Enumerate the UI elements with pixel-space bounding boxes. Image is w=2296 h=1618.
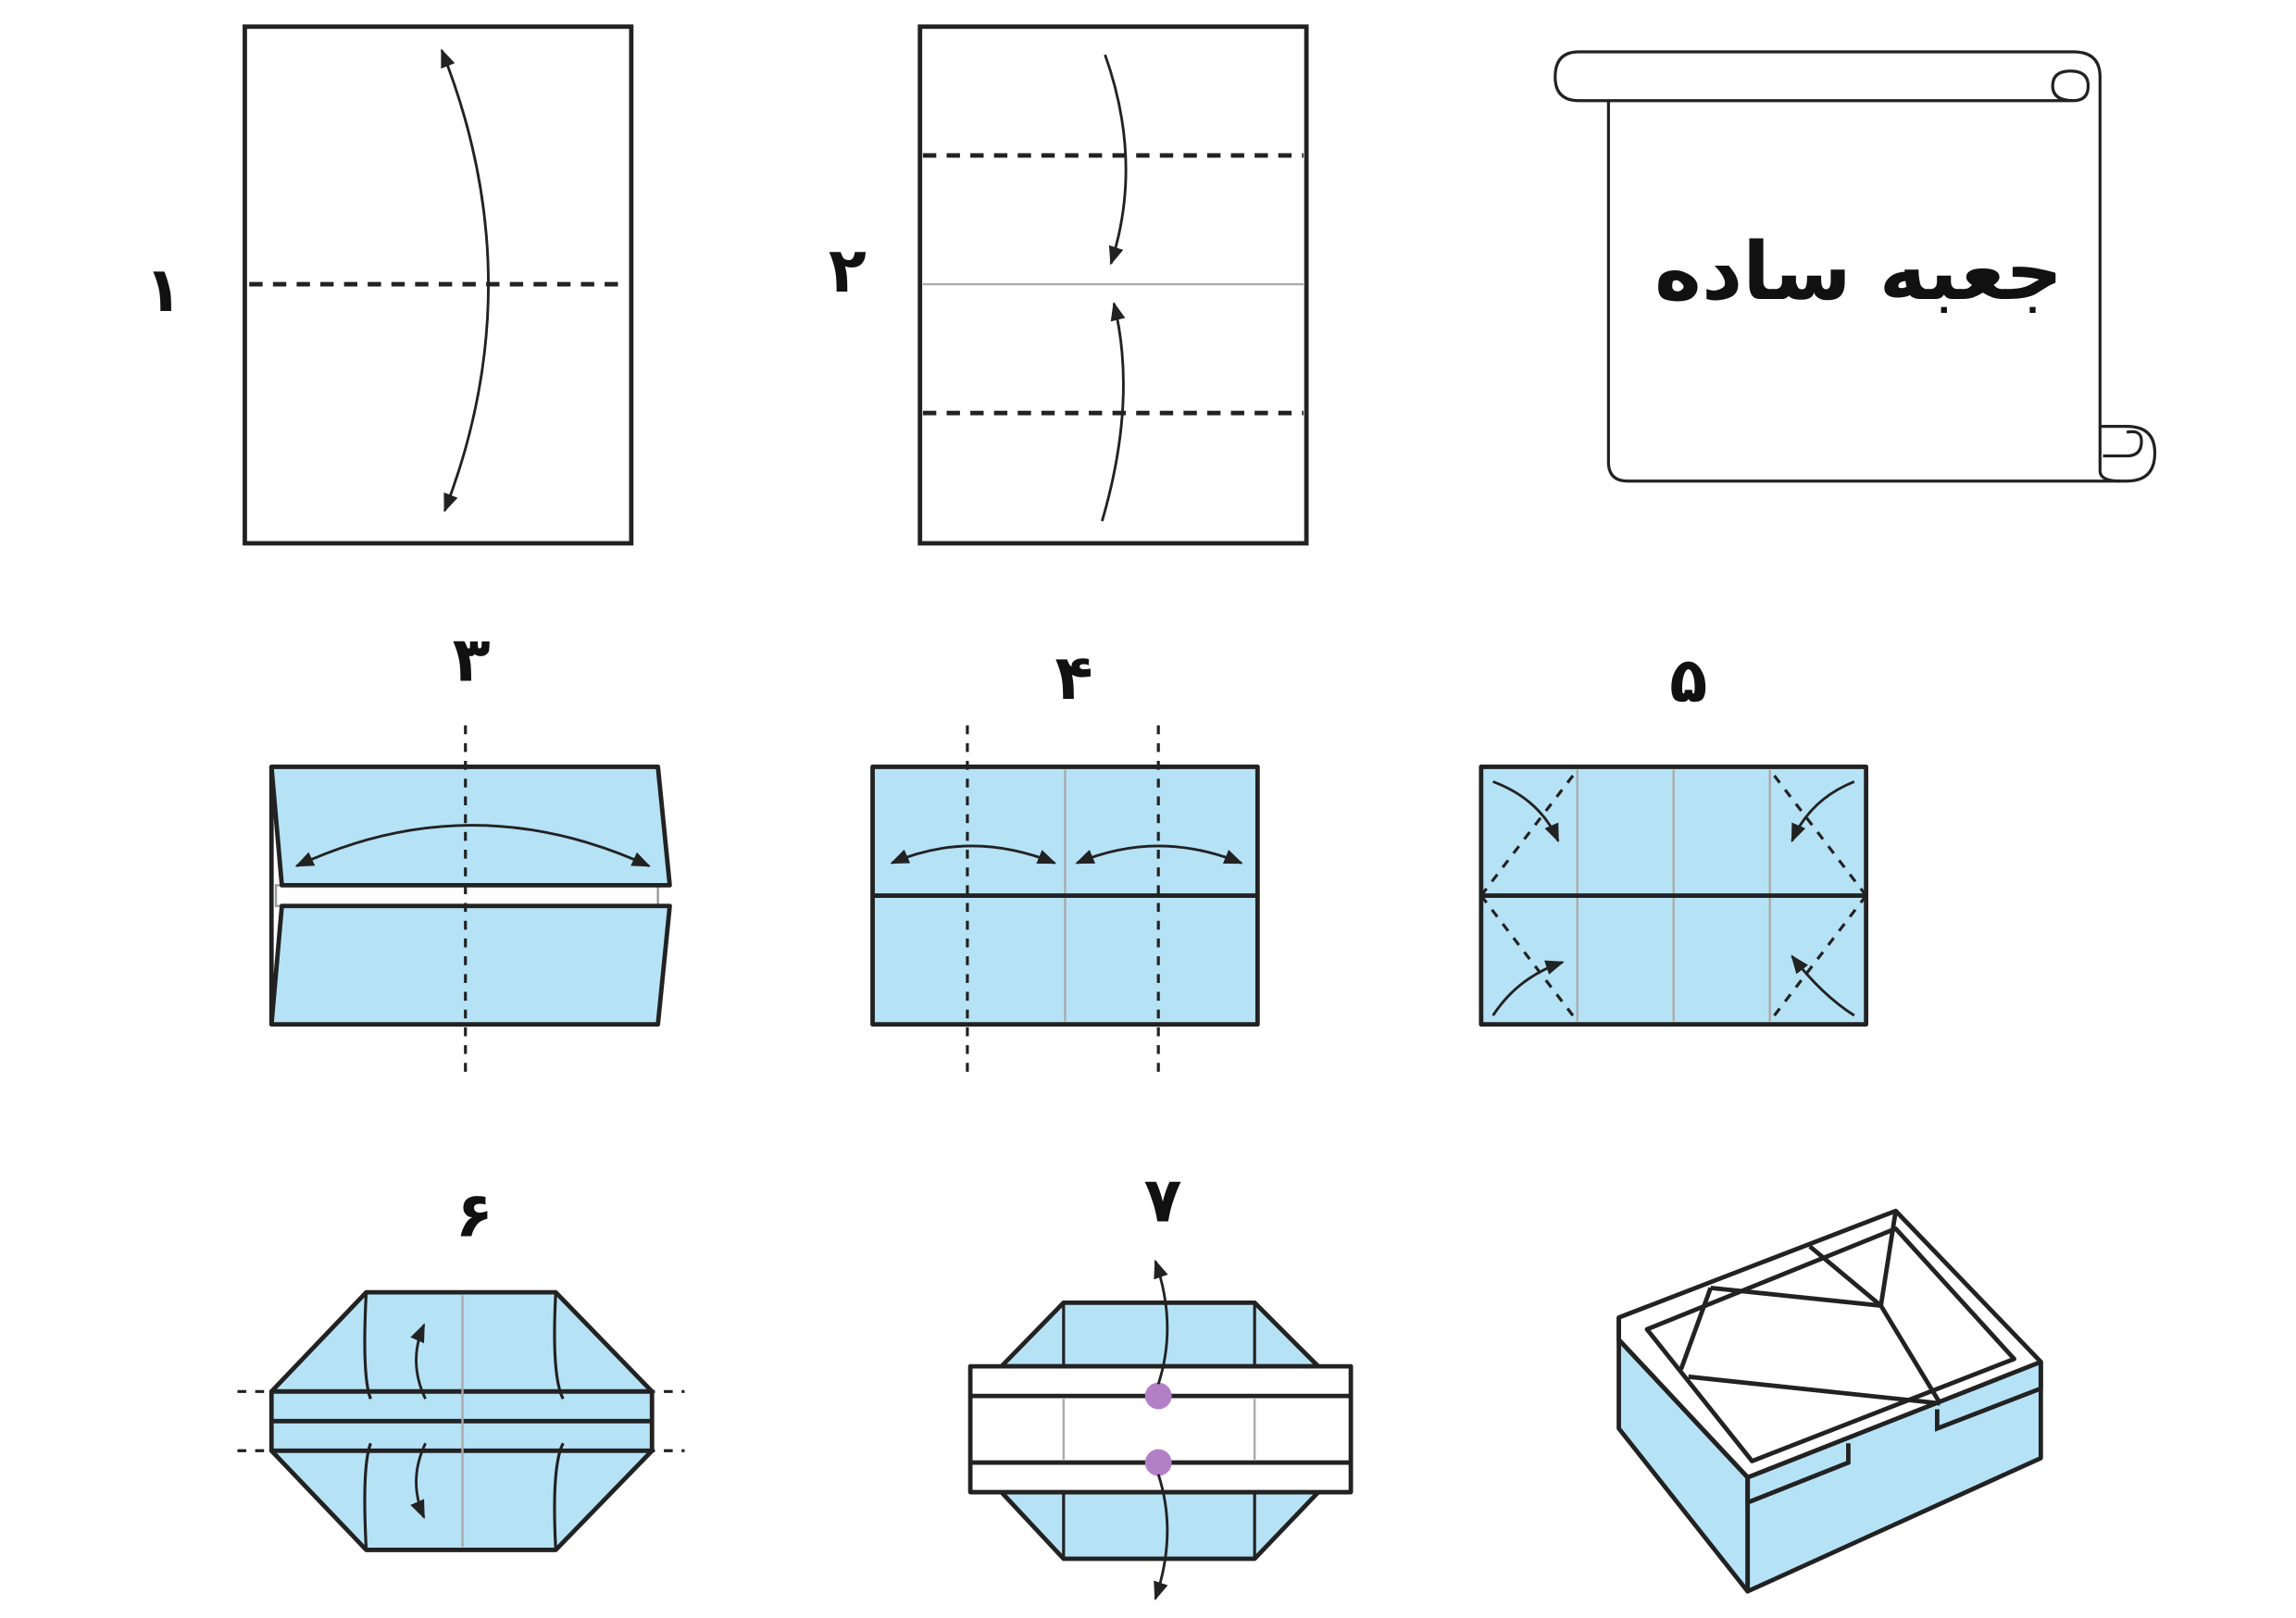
fold-arrow-icon [410,1442,427,1520]
diagram-title: جعبه ساده [1654,226,2063,318]
step-1: ١ [144,24,634,546]
fold-unfold-arrow-icon [890,844,1057,865]
fold-arrow-icon [410,1323,427,1400]
title-scroll: جعبه ساده [1554,50,2157,483]
fold-unfold-arrow-icon [294,824,651,867]
fold-arrow-icon [1791,780,1855,843]
step-number: ٣ [453,624,491,696]
bottom-flap [999,1489,1321,1562]
fold-arrow-icon [1791,954,1855,1017]
scroll-curl [2098,426,2143,483]
fold-unfold-arrow-icon [440,48,490,513]
step-number: ۶ [455,1178,493,1251]
step-6: ۶ [237,1178,685,1552]
step-7: ٧ [967,1164,1354,1601]
fold-arrow-icon [1104,54,1128,266]
top-flap [999,1300,1321,1369]
step-number: ۴ [1055,641,1093,714]
fold-arrow-icon [1491,960,1565,1016]
pinch-point-dot [1144,1382,1172,1410]
step-2: ٢ [829,24,1309,546]
step-number: ٢ [829,234,867,306]
valley-fold-lines [1479,768,1867,1023]
scroll-shape [1554,50,2157,483]
fold-arrow-icon [1101,301,1126,522]
pull-open-arrow-icon [1154,1259,1169,1385]
step-number: ۵ [1669,644,1707,716]
step-4: ۴ [870,641,1260,1072]
finished-box [1616,1208,2043,1594]
fold-arrow-icon [1492,780,1560,843]
pull-open-arrow-icon [1154,1474,1169,1601]
box-inside [1644,1226,2016,1463]
step-3: ٣ [268,624,672,1072]
fold-unfold-arrow-icon [1075,844,1243,865]
step-number: ٧ [1143,1164,1181,1236]
pinch-point-dot [1144,1449,1172,1476]
step-number: ١ [144,254,182,326]
folded-flap-bottom [268,903,672,1027]
step-5: ۵ [1479,644,1869,1027]
